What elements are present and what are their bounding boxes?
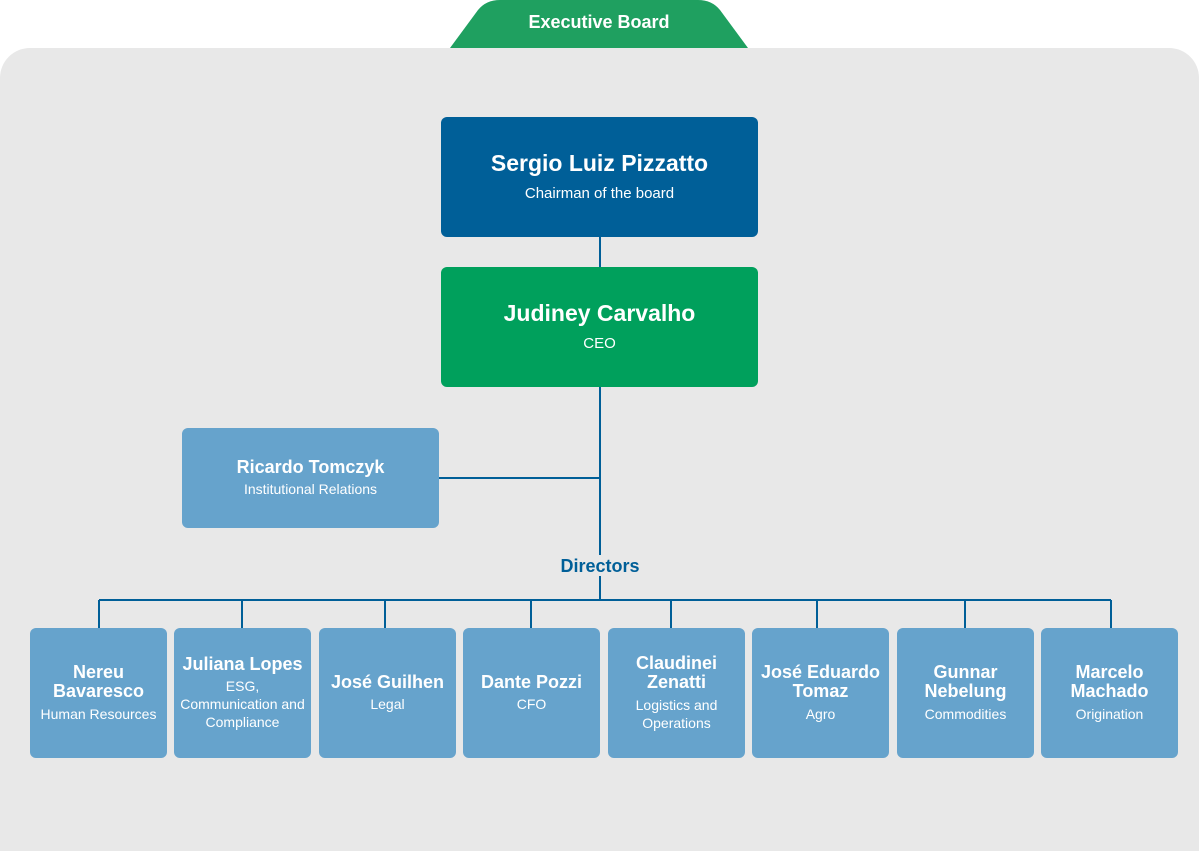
director-box-7: Gunnar Nebelung Commodities [897, 628, 1034, 758]
director-box-8: Marcelo Machado Origination [1041, 628, 1178, 758]
tab-shape [450, 0, 748, 48]
institutional-relations-box: Ricardo Tomczyk Institutional Relations [182, 428, 439, 528]
director-role: Human Resources [40, 705, 157, 722]
director-role: Legal [370, 696, 405, 713]
ceo-role: CEO [583, 334, 616, 352]
director-name: Claudinei Zenatti [635, 652, 717, 693]
director-name: Gunnar Nebelung [924, 661, 1007, 702]
directors-label: Directors [560, 556, 640, 576]
director-name: José Guilhen [330, 671, 445, 692]
director-box-3: José Guilhen Legal [319, 628, 456, 758]
ceo-box: Judiney Carvalho CEO [441, 267, 758, 387]
director-role: Commodities [924, 705, 1007, 722]
chairman-name: Sergio Luiz Pizzatto [490, 149, 709, 176]
director-role: Agro [805, 705, 836, 722]
director-box-6: José Eduardo Tomaz Agro [752, 628, 889, 758]
director-name: José Eduardo Tomaz [760, 661, 881, 702]
director-box-4: Dante Pozzi CFO [463, 628, 600, 758]
tab-title: Executive Board [528, 12, 670, 32]
director-name: Juliana Lopes [182, 653, 303, 674]
director-role: Origination [1075, 705, 1144, 722]
director-role: ESG, Communication and Compliance [180, 677, 305, 731]
director-name: Dante Pozzi [480, 671, 582, 692]
chairman-role: Chairman of the board [524, 184, 675, 202]
ceo-name: Judiney Carvalho [503, 299, 696, 326]
director-name: Marcelo Machado [1070, 661, 1149, 702]
advisor-role: Institutional Relations [243, 481, 378, 498]
executive-board-tab: Executive Board [450, 0, 748, 48]
director-name: Nereu Bavaresco [52, 661, 145, 702]
director-role: CFO [516, 696, 547, 713]
chairman-box: Sergio Luiz Pizzatto Chairman of the boa… [441, 117, 758, 237]
advisor-name: Ricardo Tomczyk [236, 456, 385, 477]
director-box-2: Juliana Lopes ESG, Communication and Com… [174, 628, 311, 758]
director-role: Logistics and Operations [635, 696, 718, 731]
director-box-5: Claudinei Zenatti Logistics and Operatio… [608, 628, 745, 758]
director-box-1: Nereu Bavaresco Human Resources [30, 628, 167, 758]
